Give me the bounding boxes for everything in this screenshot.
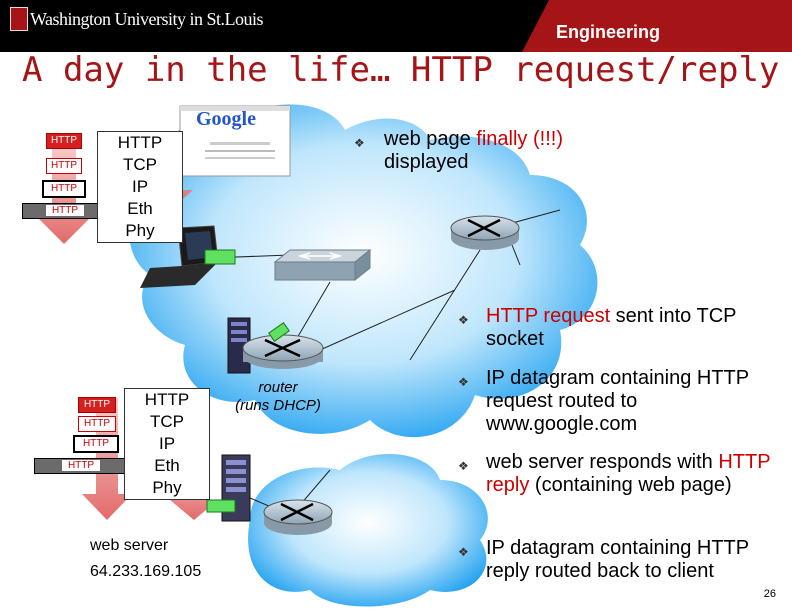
- client-http-chip-3: HTTP: [42, 180, 86, 198]
- client-layer-eth: Eth: [127, 199, 153, 218]
- web-server-name: web server: [90, 537, 169, 554]
- bullet-ip-reply: ❖ IP datagram containing HTTP reply rout…: [458, 537, 788, 583]
- server-protocol-stack: HTTP TCP IP Eth Phy: [124, 388, 210, 500]
- bullet-server-responds: ❖ web server responds with HTTP reply (c…: [458, 451, 788, 497]
- server-layer-tcp: TCP: [150, 412, 184, 431]
- google-logo: Google: [196, 108, 256, 130]
- slide-title: A day in the life… HTTP request/reply: [22, 50, 780, 90]
- switch-icon: [273, 248, 372, 282]
- link-core-down: [409, 249, 481, 361]
- client-http-chip-4-label: HTTP: [45, 205, 85, 216]
- server-layer-phy: Phy: [152, 478, 182, 497]
- client-http-chip-1: HTTP: [46, 133, 82, 149]
- client-layer-phy: Phy: [125, 221, 155, 240]
- bullet-marker-icon: ❖: [354, 136, 365, 150]
- bullet-top-highlight: finally (!!!): [476, 128, 563, 150]
- bullet-marker-icon: ❖: [458, 545, 469, 559]
- router-label-line2: (runs DHCP): [235, 397, 321, 414]
- web-server-label: web server 64.233.169.105: [90, 533, 201, 585]
- bullet-marker-icon: ❖: [458, 313, 469, 327]
- link-bottom-router: [299, 469, 331, 506]
- bullet-3-highlight: HTTP reply: [486, 451, 771, 496]
- router-label-line1: router: [258, 379, 298, 396]
- bottom-router-icon: [263, 499, 333, 535]
- router-label: router (runs DHCP): [228, 379, 328, 415]
- university-seal-icon: [10, 7, 28, 31]
- university-name: Washington University in St.Louis: [30, 9, 264, 29]
- server-layer-ip: IP: [158, 434, 176, 453]
- bullet-1-after: sent into TCP socket: [486, 305, 737, 350]
- bullet-marker-icon: ❖: [458, 459, 469, 473]
- server-http-chip-4: HTTP: [34, 458, 128, 474]
- dhcp-router-icon: [227, 317, 324, 374]
- bullet-4-text: IP datagram containing HTTP reply routed…: [486, 537, 749, 582]
- browser-window-icon: [179, 105, 291, 177]
- bullet-1-highlight: HTTP request: [486, 305, 611, 327]
- client-layer-http: HTTP: [117, 133, 163, 152]
- client-layer-tcp: TCP: [123, 155, 157, 174]
- server-http-chip-3: HTTP: [73, 435, 119, 453]
- bullet-ip-request: ❖ IP datagram containing HTTP request ro…: [458, 367, 788, 436]
- laptop-icon: [140, 225, 236, 288]
- server-http-chip-4-label: HTTP: [61, 460, 101, 471]
- web-server-icon: [206, 454, 251, 522]
- client-http-chip-4: HTTP: [22, 203, 108, 219]
- bullet-top-before: web page: [384, 128, 477, 150]
- server-layer-http: HTTP: [144, 390, 190, 409]
- web-server-ip: 64.233.169.105: [90, 563, 202, 580]
- core-router-icon: [450, 215, 520, 250]
- bullet-top-after: displayed: [384, 151, 469, 173]
- link-router-core: [319, 289, 456, 351]
- bullet-marker-icon: ❖: [458, 375, 469, 389]
- server-http-chip-2: HTTP: [78, 416, 116, 432]
- school-name: Engineering: [556, 22, 661, 42]
- client-http-chip-2: HTTP: [46, 158, 82, 174]
- bullet-3-after: (containing web page): [529, 474, 732, 496]
- client-protocol-stack: HTTP TCP IP Eth Phy: [97, 131, 183, 243]
- bullet-http-request: ❖ HTTP request sent into TCP socket: [458, 305, 788, 351]
- bullet-page-displayed: ❖ web page finally (!!!) displayed: [354, 128, 644, 174]
- server-layer-eth: Eth: [154, 456, 180, 475]
- server-cloud: [248, 453, 488, 607]
- school-tab: [522, 0, 792, 52]
- client-layer-ip: IP: [131, 177, 149, 196]
- page-number: 26: [763, 588, 776, 600]
- bullet-2-text: IP datagram containing HTTP request rout…: [486, 367, 749, 435]
- server-http-chip-1: HTTP: [78, 397, 116, 413]
- bullet-3-before: web server responds with: [486, 451, 719, 473]
